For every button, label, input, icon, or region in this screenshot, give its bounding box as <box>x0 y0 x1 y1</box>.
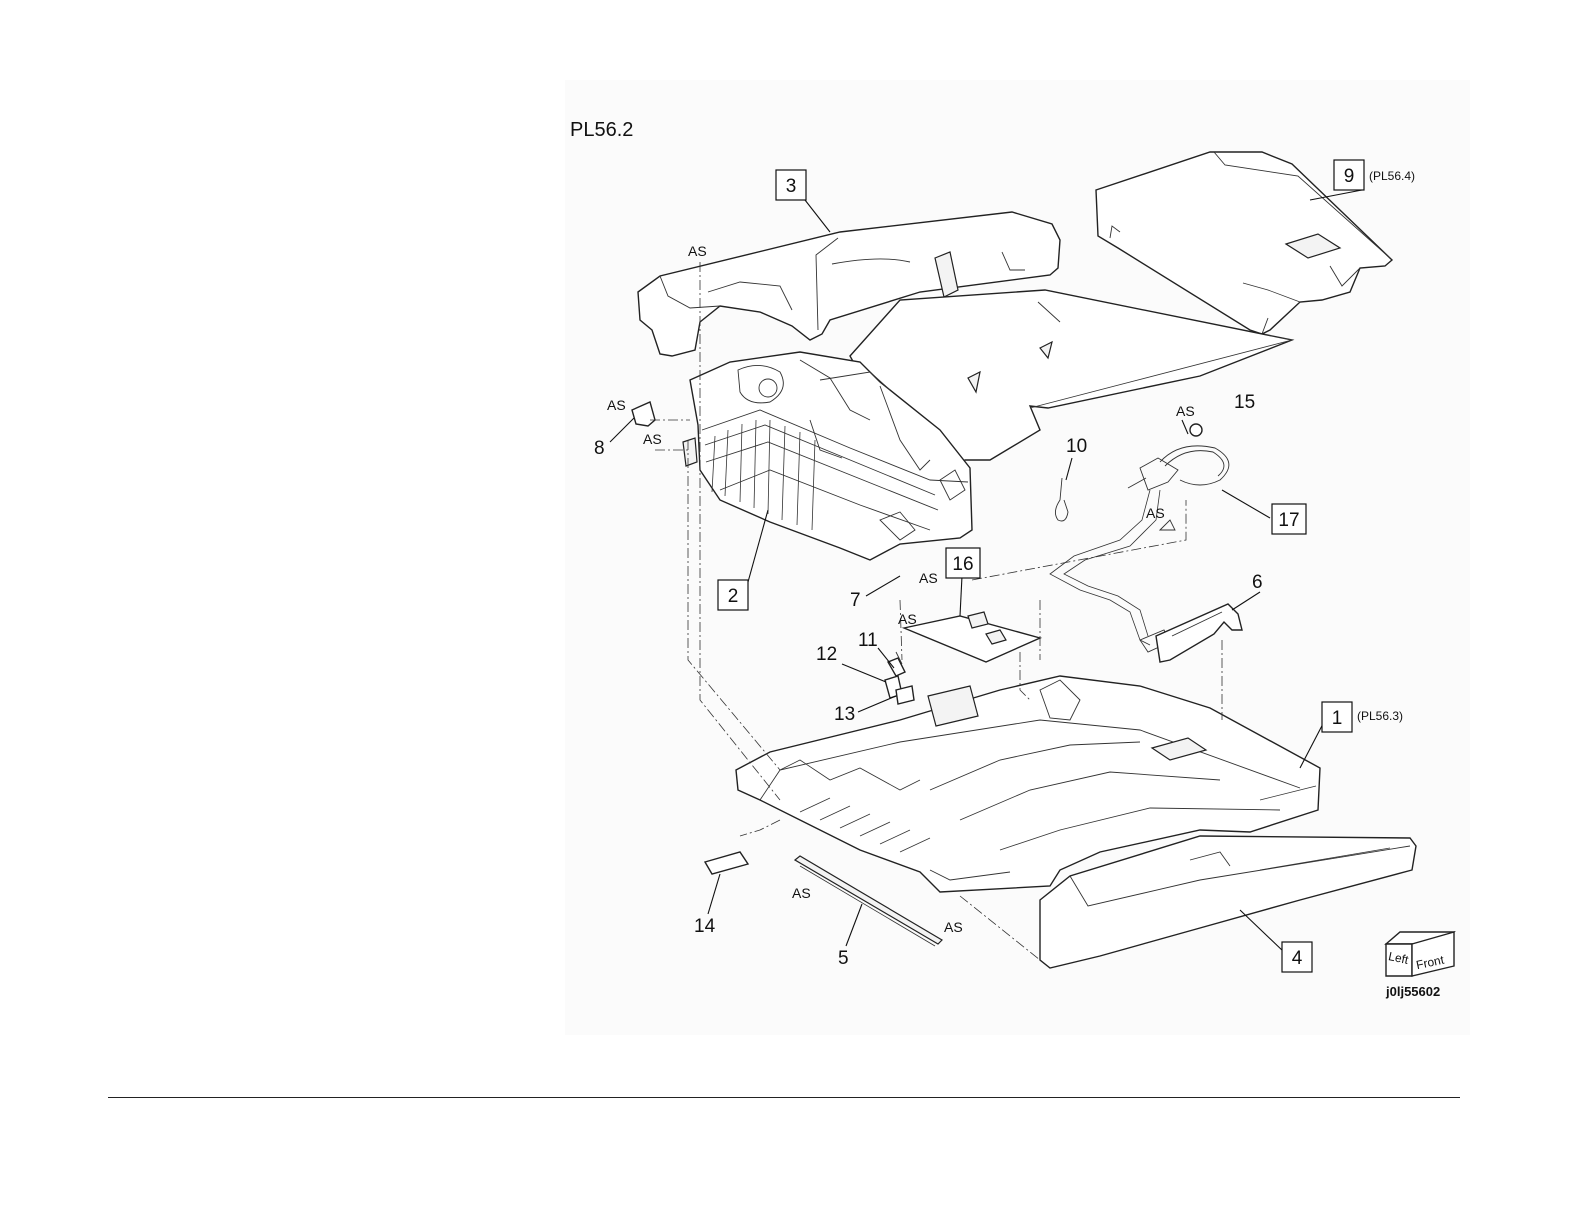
callout-14: 14 <box>694 916 716 937</box>
as-marker: AS <box>643 431 662 447</box>
part-10-spring <box>1055 478 1068 521</box>
callout-16-label: 16 <box>952 554 973 575</box>
footer-divider <box>108 1097 1460 1098</box>
as-marker: AS <box>944 919 963 935</box>
callout-3-label: 3 <box>786 176 797 197</box>
part-4-lower-cover <box>1040 836 1416 968</box>
callout-5: 5 <box>838 948 849 969</box>
callout-10: 10 <box>1066 436 1087 457</box>
callout-2: 2 <box>718 580 748 610</box>
callout-17-label: 17 <box>1278 510 1299 531</box>
orientation-cube: Left Front <box>1386 932 1454 976</box>
callout-13: 13 <box>834 704 855 725</box>
part-14-label <box>705 852 748 874</box>
callout-4: 4 <box>1282 942 1312 972</box>
as-marker: AS <box>607 397 626 413</box>
callout-6: 6 <box>1252 572 1263 593</box>
callout-9-reference: (PL56.4) <box>1369 169 1415 183</box>
as-marker: AS <box>688 243 707 259</box>
as-marker: AS <box>898 611 917 627</box>
as-marker: AS <box>1176 403 1195 419</box>
callout-8: 8 <box>594 438 605 459</box>
callout-12: 12 <box>816 644 837 665</box>
drawing-id: j0lj55602 <box>1385 984 1440 999</box>
callout-1-label: 1 <box>1332 708 1343 729</box>
as-marker: AS <box>792 885 811 901</box>
callout-4-label: 4 <box>1292 948 1303 969</box>
callout-7: 7 <box>850 590 861 611</box>
callout-11: 11 <box>858 630 878 651</box>
callout-9: 9 (PL56.4) <box>1334 160 1415 190</box>
callout-3: 3 <box>776 170 806 200</box>
diagram-title: PL56.2 <box>570 119 633 141</box>
as-marker: AS <box>1146 505 1165 521</box>
callout-15: 15 <box>1234 392 1255 413</box>
parts-11-13-sensor-bracket <box>885 652 914 704</box>
callout-9-label: 9 <box>1344 166 1355 187</box>
callout-2-label: 2 <box>728 586 739 607</box>
callout-16: 16 <box>946 548 980 578</box>
part-8-bracket <box>632 402 655 426</box>
as-marker: AS <box>919 570 938 586</box>
part-6-cover <box>1156 604 1242 662</box>
callout-1-reference: (PL56.3) <box>1357 709 1403 723</box>
callout-17: 17 <box>1272 504 1306 534</box>
callout-1: 1 (PL56.3) <box>1322 702 1403 732</box>
